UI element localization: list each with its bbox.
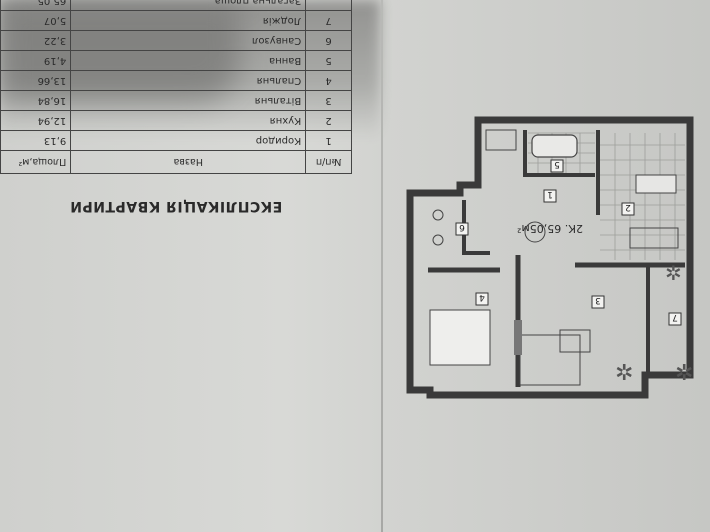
- bathtub: [531, 134, 578, 158]
- tv-unit: [514, 320, 522, 355]
- explication-title: ЕКСПЛІКАЦІЯ КВАРТИРИ: [69, 198, 283, 214]
- plant-icon-2: ✲: [615, 361, 633, 386]
- row-number: 2: [305, 110, 352, 131]
- outer-wall: [406, 116, 694, 399]
- explication-block: ЕКСПЛІКАЦІЯ КВАРТИРИ №п/п Назва Площа,м²…: [0, 0, 352, 214]
- room-number: 7: [672, 312, 678, 322]
- row-number: 6: [305, 30, 352, 51]
- toilet: [432, 209, 444, 221]
- total-area: 65,05: [0, 0, 71, 11]
- floor-plan: ✲ ✲ ✲ 1 2 3 4 5 6 7 2К. 65,05м²: [400, 105, 700, 405]
- row-area: 16,84: [0, 90, 71, 111]
- header-area: Площа,м²: [0, 150, 71, 174]
- room-box: [591, 295, 605, 309]
- room-labels: 1 2 3 4 5 6 7: [455, 159, 682, 326]
- room-box: [668, 312, 682, 326]
- bed: [429, 309, 491, 366]
- shadow-dark: [0, 0, 240, 100]
- total-row: Загальна площа 65,05: [0, 0, 352, 11]
- row-number: 5: [305, 50, 352, 71]
- row-area: 4,19: [0, 50, 71, 71]
- explication-rotated: ЕКСПЛІКАЦІЯ КВАРТИРИ №п/п Назва Площа,м²…: [0, 0, 352, 214]
- sofa-living: [519, 334, 581, 386]
- row-name: Кухня: [70, 110, 306, 131]
- kitchen-table: [635, 174, 677, 194]
- sink: [432, 234, 444, 246]
- row-name: Санвузол: [70, 30, 306, 51]
- room-box: [543, 189, 557, 203]
- shower: [485, 129, 517, 151]
- room-box: [621, 202, 635, 216]
- row-name: Спальня: [70, 70, 306, 91]
- row-number: 3: [305, 90, 352, 111]
- room-number: 3: [595, 295, 601, 305]
- row-number: 1: [305, 130, 352, 151]
- sofa-kitchen: [629, 227, 679, 249]
- row-area: 12,94: [0, 110, 71, 131]
- row-area: 5,07: [0, 10, 71, 31]
- total-empty: [305, 0, 352, 11]
- plant-icon: ✲: [675, 361, 693, 386]
- room-number: 1: [547, 189, 553, 199]
- row-name: Лоджія: [70, 10, 306, 31]
- row-area: 9,13: [0, 130, 71, 151]
- room-number: 4: [479, 292, 485, 302]
- header-name: Назва: [70, 150, 306, 174]
- corridor-circle: [524, 221, 546, 243]
- row-area: 3,22: [0, 30, 71, 51]
- walls: [406, 116, 694, 399]
- row-number: 7: [305, 10, 352, 31]
- room-number: 2: [625, 202, 631, 212]
- plant-icon-3: ✲: [665, 261, 682, 285]
- room-number: 5: [554, 159, 560, 169]
- header-number: №п/п: [305, 150, 352, 174]
- wall-bath: [523, 130, 595, 177]
- plan-label: 2К. 65,05м²: [517, 222, 583, 235]
- row-name: Ванна: [70, 50, 306, 71]
- room-box: [550, 159, 564, 173]
- total-label: Загальна площа: [70, 0, 306, 11]
- room-box: [455, 222, 469, 236]
- floor-plan-svg: ✲ ✲ ✲ 1 2 3 4 5 6 7 2К. 65,05м²: [406, 116, 694, 399]
- room-number: 6: [459, 222, 465, 232]
- row-name: Коридор: [70, 130, 306, 151]
- row-number: 4: [305, 70, 352, 91]
- living-table: [559, 329, 591, 353]
- table-header-row: №п/п Назва Площа,м²: [0, 150, 352, 174]
- page-fold: [381, 0, 383, 532]
- room-box: [475, 292, 489, 306]
- row-name: Вітальня: [70, 90, 306, 111]
- row-area: 13,66: [0, 70, 71, 91]
- wall-wc: [462, 200, 490, 255]
